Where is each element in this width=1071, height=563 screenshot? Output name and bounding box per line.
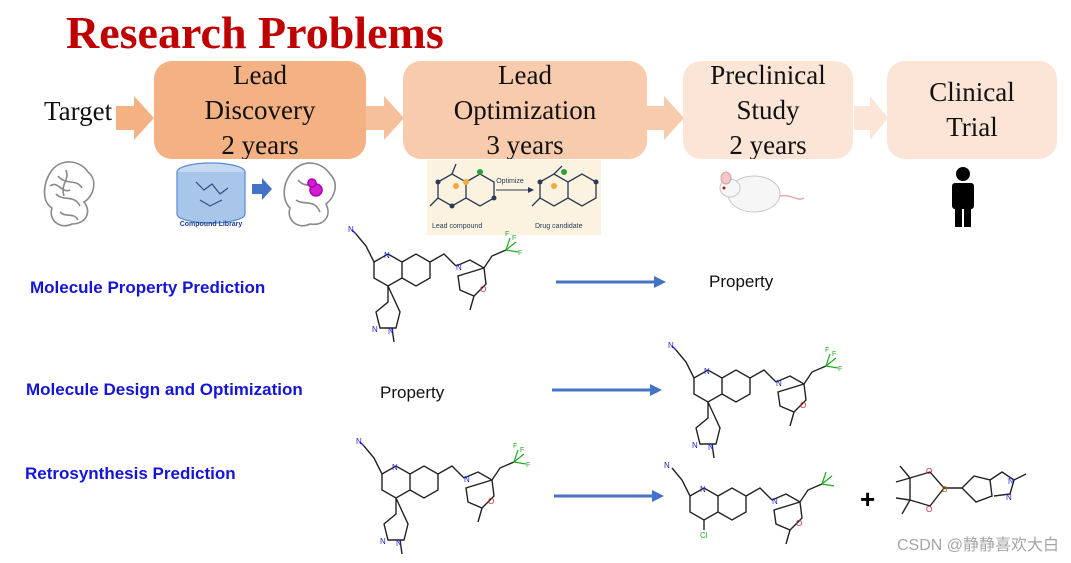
- plus-sign: +: [860, 484, 876, 514]
- precursor-molecule-chloro: Cl N N N O: [664, 461, 835, 545]
- svg-text:N: N: [664, 461, 670, 470]
- arrow-target-to-discovery: [116, 96, 154, 140]
- pipeline-arrows: [116, 96, 888, 140]
- property-input-label: Property: [380, 383, 445, 402]
- protein-ligand-icon: [283, 162, 337, 227]
- svg-text:O: O: [926, 467, 932, 476]
- arrow-optimization-to-preclinical: [646, 96, 684, 140]
- svg-text:Lead compound: Lead compound: [432, 223, 482, 230]
- task-retrosynthesis-prediction: Retrosynthesis Prediction: [25, 464, 236, 483]
- arrow-head-icon: [652, 490, 664, 502]
- compound-library-icon: Compound Library: [176, 162, 246, 228]
- page-title: Research Problems: [66, 7, 444, 58]
- arrow-discovery-to-optimization: [366, 96, 404, 140]
- svg-text:B: B: [942, 485, 947, 494]
- svg-text:N: N: [772, 497, 778, 506]
- task-molecule-property-prediction: Molecule Property Prediction: [30, 278, 266, 297]
- molecule-structure-3: [355, 436, 531, 555]
- arrow-head-icon: [650, 384, 662, 396]
- svg-text:O: O: [796, 519, 802, 528]
- molecule-structure-1: [347, 224, 523, 343]
- svg-text:Optimize: Optimize: [496, 178, 524, 185]
- person-icon: [952, 167, 974, 227]
- svg-text:Cl: Cl: [700, 531, 708, 540]
- precursor-molecule-boronate: O O B N N: [895, 465, 1027, 515]
- svg-text:N: N: [1006, 493, 1012, 502]
- svg-text:Compound Library: Compound Library: [180, 221, 243, 228]
- svg-text:N: N: [700, 485, 706, 494]
- task-molecule-design-optimization: Molecule Design and Optimization: [26, 380, 303, 399]
- molecule-structure-2: [667, 340, 843, 459]
- property-output-label: Property: [709, 272, 774, 291]
- svg-text:O: O: [926, 505, 932, 514]
- mouse-icon: [719, 171, 805, 213]
- watermark: CSDN @静静喜欢大白: [896, 537, 1059, 554]
- protein-structure-icon: [43, 161, 95, 227]
- optimization-scheme-panel: Optimize Lead compound Drug candidate: [427, 160, 601, 235]
- svg-text:Drug candidate: Drug candidate: [535, 223, 583, 230]
- library-arrow-icon: [252, 178, 272, 200]
- svg-text:N: N: [1008, 477, 1014, 486]
- target-label: Target: [44, 96, 113, 126]
- pipeline-illustrations: Compound Library Optimize Lead compoun: [43, 160, 974, 235]
- arrow-head-icon: [654, 276, 666, 288]
- arrow-preclinical-to-clinical: [854, 96, 888, 140]
